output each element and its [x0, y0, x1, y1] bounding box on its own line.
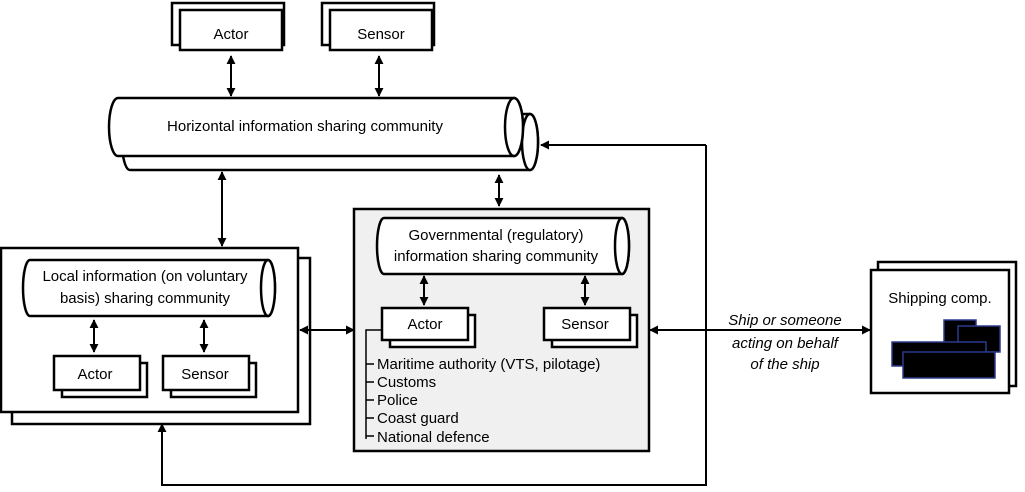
gov-member-item: Coast guard	[377, 410, 459, 427]
local-actor-label: Actor	[77, 366, 112, 383]
local-sensor-box: Sensor	[161, 354, 258, 399]
gov-actor-members-bracket	[365, 329, 382, 439]
ship-icon	[891, 319, 1001, 379]
ship-link-line1: Ship or someone	[728, 312, 841, 329]
gov-member-item: National defence	[377, 429, 490, 446]
horizontal-community-label: Horizontal information sharing community	[167, 118, 443, 135]
ship-link-label: Ship or someone acting on behalf of the …	[728, 312, 841, 373]
feedback-loop-connector	[157, 140, 707, 486]
horizontal-community-cylinder: Horizontal information sharing community	[107, 96, 540, 172]
gov-member-item: Maritime authority (VTS, pilotage)	[377, 356, 600, 373]
gov-community-label-line2: information sharing community	[394, 248, 599, 265]
gov-actor-members-list: Maritime authority (VTS, pilotage) Custo…	[377, 356, 600, 446]
gov-actor-box: Actor	[380, 306, 477, 349]
gov-actor-label: Actor	[407, 316, 442, 333]
top-sensor-box: Sensor	[320, 1, 436, 52]
gov-sensor-label: Sensor	[561, 316, 609, 333]
gov-member-item: Police	[377, 392, 418, 409]
local-community-label-line1: Local information (on voluntary	[42, 268, 248, 285]
top-sensor-label: Sensor	[357, 26, 405, 43]
top-actor-box: Actor	[170, 1, 286, 52]
shipping-company-label: Shipping comp.	[888, 290, 991, 307]
gov-community-label-line1: Governmental (regulatory)	[408, 227, 583, 244]
gov-member-item: Customs	[377, 374, 436, 391]
ship-link-line3: of the ship	[750, 356, 819, 373]
ship-link-line2: acting on behalf	[732, 335, 840, 352]
gov-sensor-box: Sensor	[542, 306, 639, 349]
top-actor-label: Actor	[213, 26, 248, 43]
local-community-label-line2: basis) sharing community	[60, 290, 231, 307]
local-community-block: Local information (on voluntary basis) s…	[0, 246, 312, 426]
local-actor-box: Actor	[52, 354, 149, 399]
local-sensor-label: Sensor	[181, 366, 229, 383]
shipping-company-box: Shipping comp.	[869, 260, 1018, 395]
